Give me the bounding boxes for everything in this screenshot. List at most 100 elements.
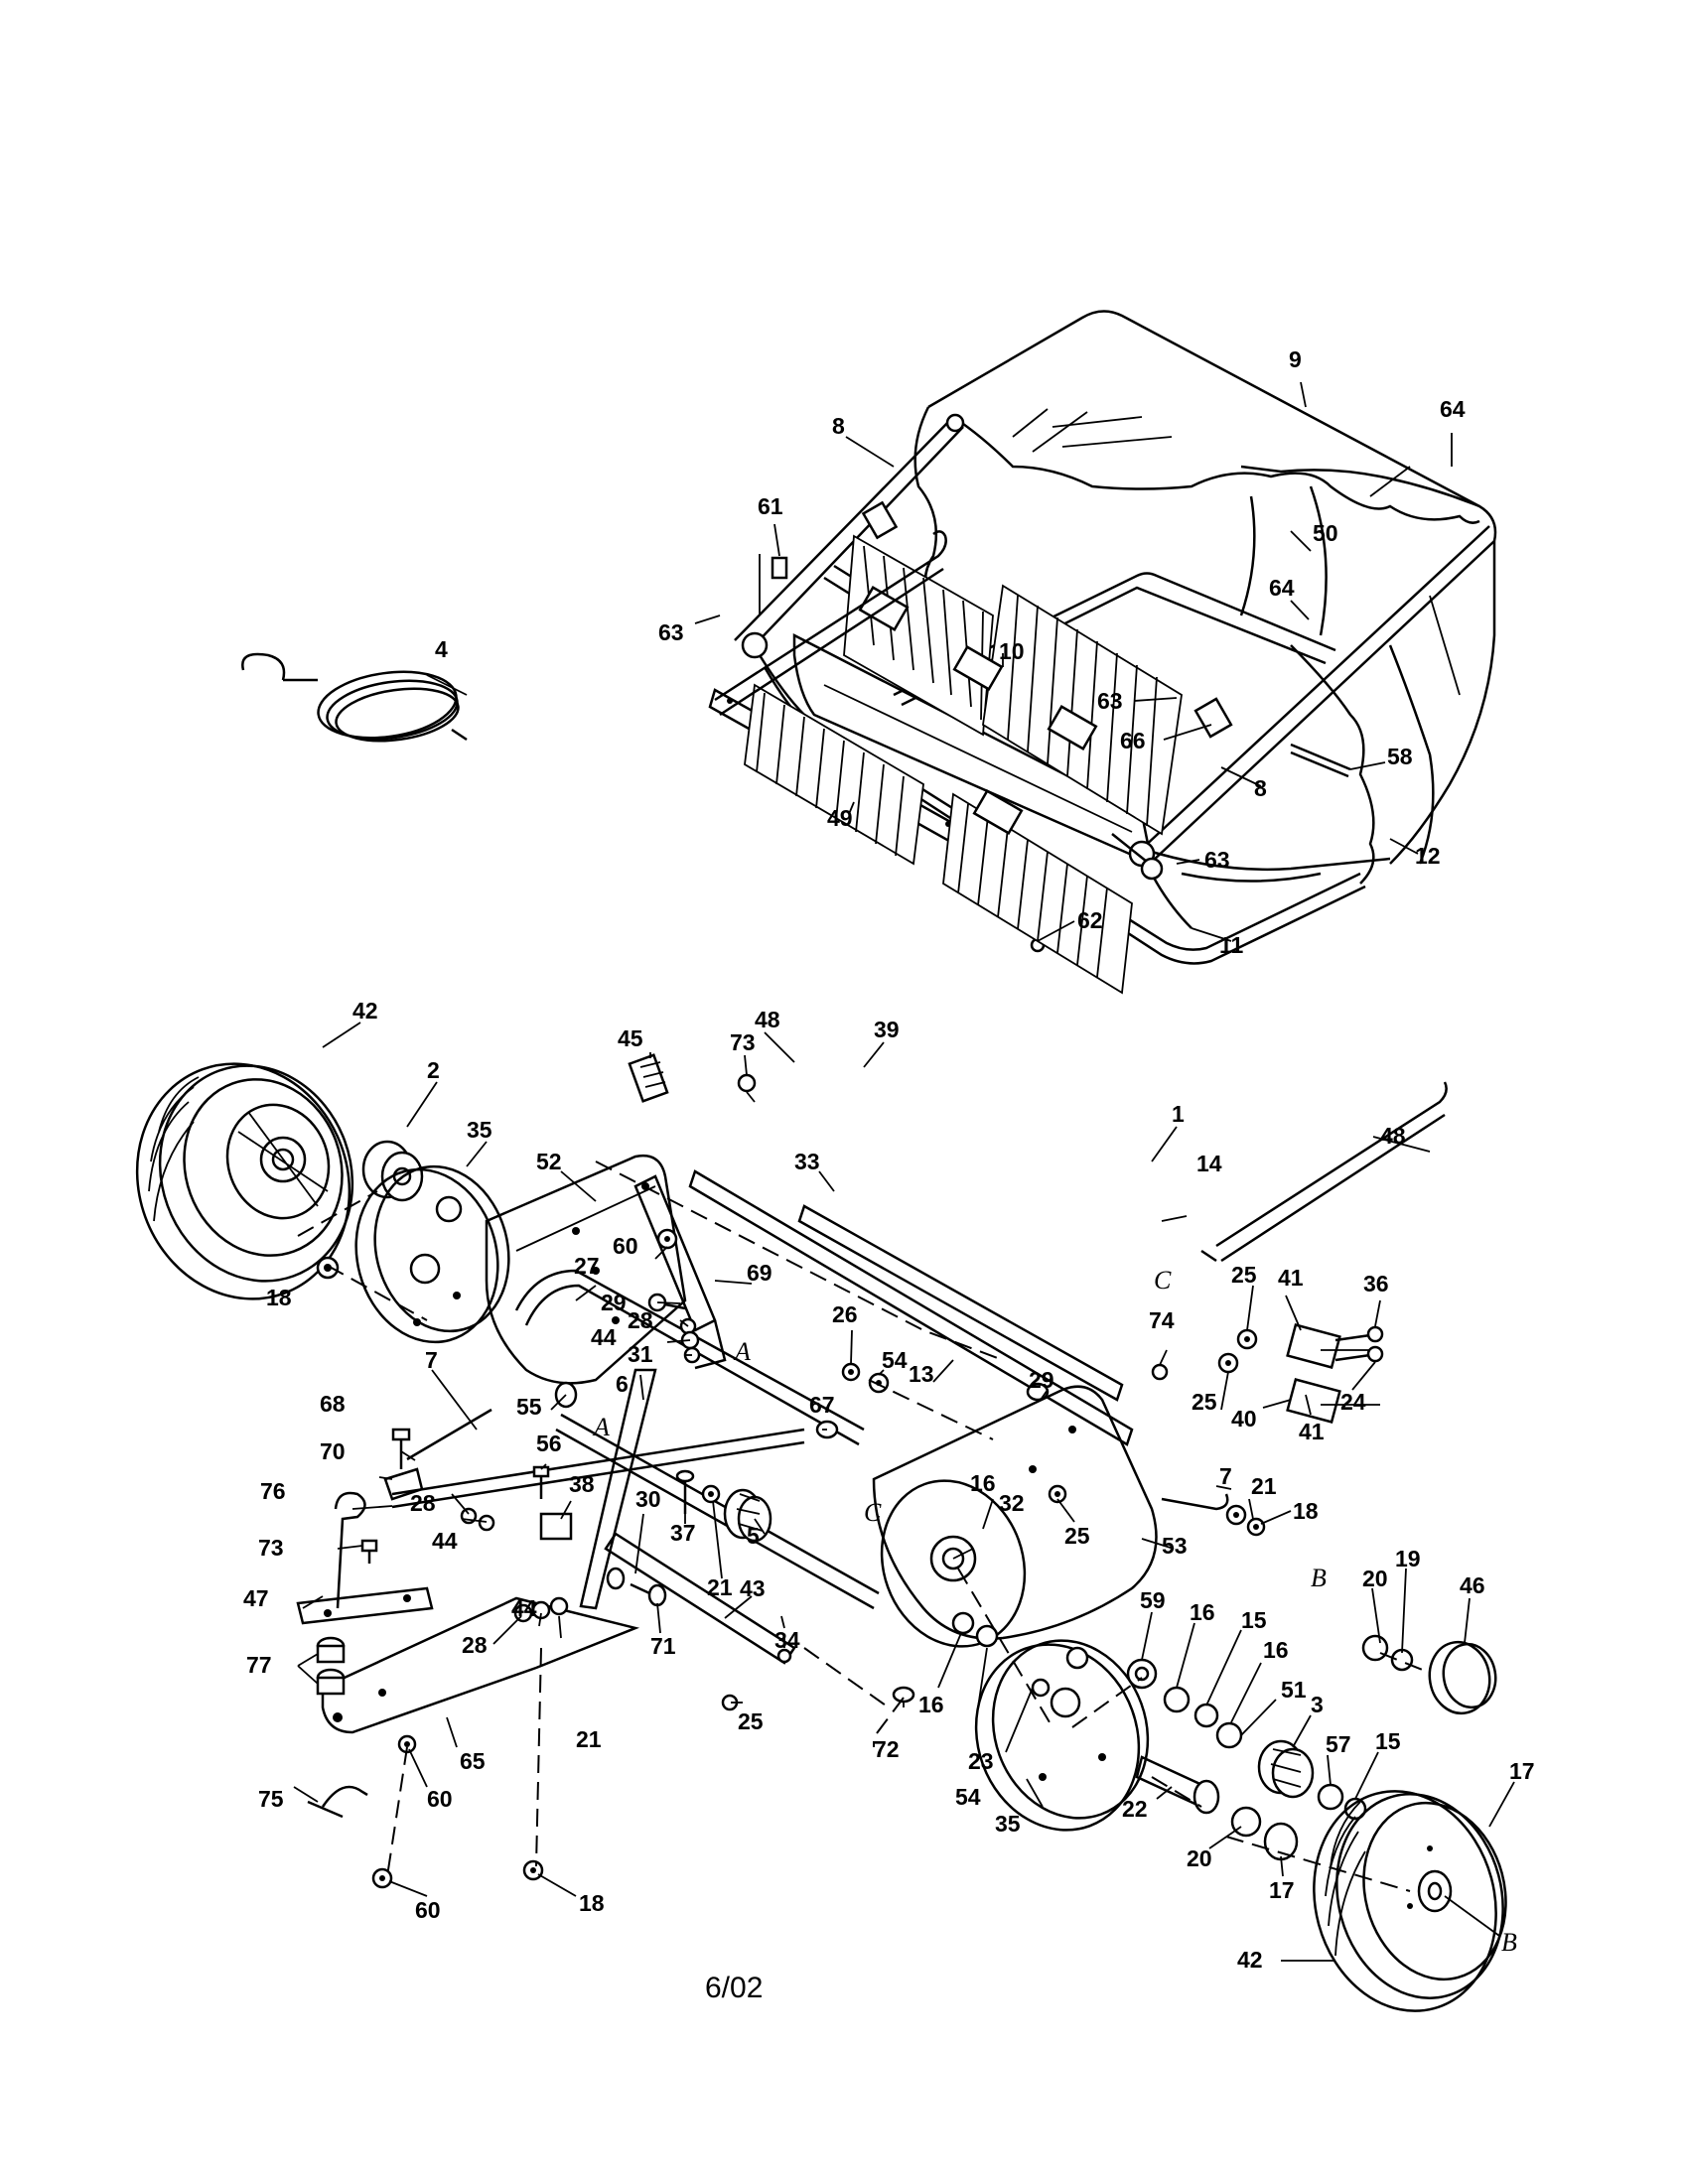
callout-59: 59 [1140,1587,1166,1613]
callout-55: 55 [516,1394,542,1420]
callout-35-right: 35 [995,1811,1021,1837]
hitch-pin-75 [307,1785,368,1819]
revision-date: 6/02 [705,1972,763,2004]
callout-71: 71 [650,1633,676,1659]
callout-17-upper: 17 [1509,1758,1535,1784]
callout-48-left: 48 [755,1007,780,1032]
callout-63-mid: 63 [1097,688,1123,714]
callout-54-lower: 54 [955,1784,981,1810]
callout-29-right: 29 [1029,1367,1054,1393]
left-side-plate-52 [485,1154,687,1385]
callout-50: 50 [1313,520,1338,546]
callout-46: 46 [1460,1572,1485,1598]
callout-74: 74 [1149,1307,1175,1333]
callout-26: 26 [832,1301,858,1327]
callout-73-top: 73 [730,1029,756,1055]
callout-16-right2: 16 [1263,1637,1289,1663]
callout-65: 65 [460,1748,486,1774]
callout-34: 34 [774,1627,800,1653]
callout-18-lower: 18 [579,1890,605,1916]
callout-31: 31 [628,1341,653,1367]
callout-41-lower: 41 [1299,1419,1325,1444]
lever-6 [579,1368,657,1610]
callout-51: 51 [1281,1677,1307,1703]
callout-16-top: 16 [970,1470,996,1496]
callout-42-left: 42 [352,998,378,1024]
lower-plate-65 [321,1596,640,1734]
callout-21-lower: 21 [576,1726,602,1752]
callout-44-lower: 44 [511,1595,537,1621]
callout-60-upper: 60 [613,1233,638,1259]
callout-19: 19 [1395,1546,1421,1571]
callout-45: 45 [618,1025,643,1051]
callout-12: 12 [1415,843,1441,869]
callout-1: 1 [1172,1101,1185,1127]
callout-25-upper1: 25 [1231,1262,1257,1288]
callout-60-mid: 60 [427,1786,453,1812]
callout-48-right: 48 [1380,1123,1406,1149]
callout-24: 24 [1340,1389,1366,1415]
right-wheel [1313,1790,1507,2012]
right-drive-parts [1126,1634,1414,1861]
callout-21-right: 21 [1251,1473,1277,1499]
small-hardware [360,1073,1384,1889]
callout-56: 56 [536,1431,562,1456]
callout-75: 75 [258,1786,284,1812]
callout-25-lower: 25 [738,1708,764,1734]
brush-assembly [744,534,1183,995]
callout-53: 53 [1162,1533,1188,1559]
ref-letter-b-lower: B [1501,1928,1517,1957]
callout-72: 72 [874,1736,900,1762]
callout-52: 52 [536,1149,562,1174]
callout-68: 68 [320,1391,346,1417]
ref-letter-a-lower: A [592,1413,610,1441]
tow-cable [241,652,468,743]
callout-61: 61 [758,493,783,519]
callout-32: 32 [999,1490,1025,1516]
callout-28-upper: 28 [628,1307,653,1333]
callout-66: 66 [1120,728,1146,753]
callout-63-right: 63 [1204,847,1230,873]
callout-21-mid: 21 [707,1574,733,1600]
callout-27: 27 [574,1253,600,1279]
callout-8-left: 8 [832,413,845,439]
ref-letter-c-upper: C [1154,1266,1172,1295]
callout-16-mid: 16 [918,1692,944,1717]
height-rod-7 [391,1408,1229,1511]
link-43 [604,1532,796,1665]
callout-4: 4 [435,636,448,662]
leader-lines [293,381,1515,1962]
ref-letter-c-lower: C [864,1498,882,1527]
bracket-41-40 [1286,1323,1380,1424]
callout-63-left: 63 [658,619,684,645]
handle-27 [514,1269,865,1446]
callout-38: 38 [569,1471,595,1497]
hubcap-35-right [974,1639,1150,1832]
callout-25-upper2: 25 [1192,1389,1217,1415]
callout-10: 10 [999,638,1025,664]
callout-11: 11 [1219,932,1244,958]
right-side-plate-53 [872,1385,1158,1648]
callout-15-upper: 15 [1241,1607,1267,1633]
hubcap-35-left [354,1164,510,1344]
callout-8-right: 8 [1254,775,1267,801]
callout-13: 13 [909,1361,934,1387]
callout-14: 14 [1196,1151,1222,1176]
left-wheel [135,1062,354,1300]
callout-41-upper: 41 [1278,1265,1304,1291]
callout-17-lower: 17 [1269,1877,1295,1903]
callout-67: 67 [809,1392,835,1418]
callout-54-upper: 54 [882,1347,908,1373]
callout-36: 36 [1363,1271,1389,1297]
callout-20-upper: 20 [1362,1566,1388,1591]
callout-labels: 9 64 8 61 50 64 63 10 63 66 58 8 49 63 1… [243,346,1535,1973]
callout-76: 76 [260,1478,286,1504]
callout-28-mid: 28 [410,1490,436,1516]
callout-33: 33 [794,1149,820,1174]
callout-15-lower: 15 [1375,1728,1401,1754]
callout-64-top: 64 [1440,396,1466,422]
callout-43: 43 [740,1575,766,1601]
callout-20-lower: 20 [1187,1845,1212,1871]
callout-18-left: 18 [266,1285,292,1310]
callout-25-mid: 25 [1064,1523,1090,1549]
